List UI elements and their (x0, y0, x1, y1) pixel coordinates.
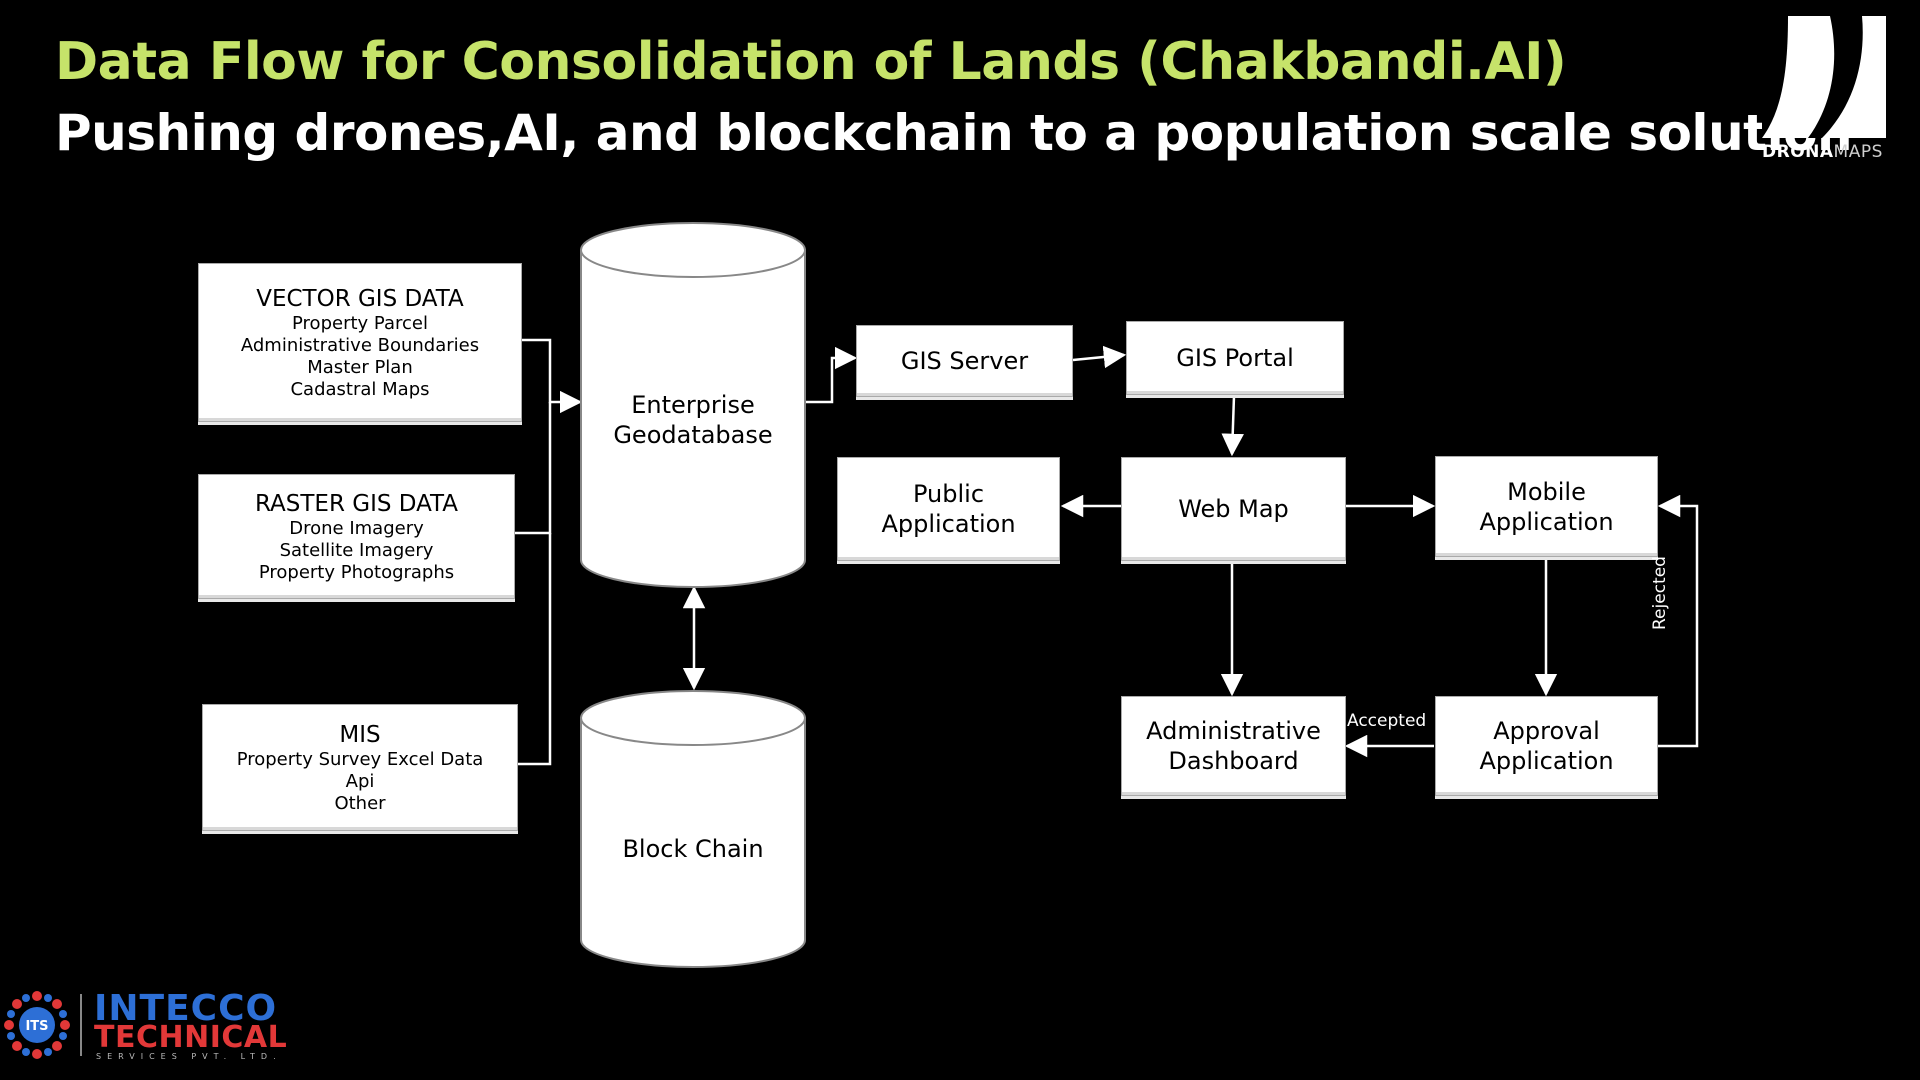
its-line2: TECHNICAL (94, 1020, 288, 1055)
node-label-line1: Mobile (1507, 477, 1586, 506)
source-title: VECTOR GIS DATA (256, 285, 464, 312)
edge-label-rejected: Rejected (1650, 556, 1670, 630)
dronamaps-word-light: MAPS (1833, 142, 1883, 162)
source-vector-gis: VECTOR GIS DATA Property Parcel Administ… (198, 263, 522, 422)
edge-gisserver-to-portal (1072, 345, 1127, 369)
its-gear-badge-icon: ITS (4, 991, 70, 1059)
node-label: Web Map (1178, 495, 1289, 523)
drona-maps-logo-icon (1762, 16, 1886, 138)
logo-separator (80, 994, 82, 1056)
node-label: GIS Server (900, 347, 1029, 375)
node-gis-portal: GIS Portal (1126, 321, 1344, 395)
edge-mis-to-bus (518, 533, 552, 766)
node-label-line1: Approval (1493, 717, 1600, 745)
intecco-logo: ITS INTECCO TECHNICAL SERVICES PVT. LTD. (0, 988, 287, 1070)
dronamaps-logo: DRONAMAPS (1762, 16, 1890, 162)
edge-label-accepted: Accepted (1347, 711, 1427, 731)
dronamaps-word-bold: DRONA (1762, 142, 1834, 162)
diagram-subtitle: Pushing drones,AI, and blockchain to a p… (55, 104, 1853, 162)
source-item: Master Plan (307, 356, 413, 378)
geodatabase-cylinder (580, 222, 806, 588)
node-label-line2: Dashboard (1168, 747, 1299, 775)
geodatabase-label-line2: Geodatabase (613, 421, 773, 449)
edge-geodb-to-gisserver (806, 346, 858, 404)
edge-approval-to-mobile (1657, 494, 1699, 748)
source-item: Cadastral Maps (290, 378, 430, 400)
source-item: Satellite Imagery (279, 539, 434, 561)
source-title: MIS (339, 721, 381, 748)
node-label: GIS Portal (1176, 344, 1294, 372)
its-badge-text: ITS (25, 1019, 48, 1034)
node-gis-server: GIS Server (856, 325, 1073, 397)
node-label-line2: Application (1479, 747, 1614, 775)
source-item: Drone Imagery (289, 517, 424, 539)
source-item: Other (334, 792, 386, 814)
node-approval-application: Approval Application (1435, 696, 1658, 796)
node-administrative-dashboard: Administrative Dashboard (1121, 696, 1346, 796)
blockchain-cylinder (580, 690, 806, 968)
geodatabase-label: Enterprise Geodatabase (581, 390, 805, 450)
its-line1: INTECCO (94, 988, 278, 1029)
its-line3: SERVICES PVT. LTD. (96, 1052, 282, 1061)
blockchain-label: Block Chain (622, 835, 764, 863)
node-label-line1: Administrative (1146, 717, 1321, 745)
source-item: Property Parcel (292, 312, 428, 334)
node-mobile-application: Mobile Application (1435, 456, 1658, 557)
edge-vector-to-geodb (522, 338, 583, 414)
source-title: RASTER GIS DATA (254, 490, 459, 517)
source-item: Property Photographs (258, 561, 455, 583)
source-item: Api (345, 770, 375, 792)
source-raster-gis: RASTER GIS DATA Drone Imagery Satellite … (198, 474, 515, 599)
node-web-map: Web Map (1121, 457, 1346, 561)
geodatabase-label-line1: Enterprise (631, 391, 755, 419)
node-label-line2: Application (881, 510, 1016, 538)
source-item: Property Survey Excel Data (236, 748, 484, 770)
edge-portal-to-webmap (1221, 395, 1244, 457)
node-label-line1: Public (912, 480, 985, 508)
source-item: Administrative Boundaries (240, 334, 480, 356)
diagram-title: Data Flow for Consolidation of Lands (Ch… (55, 32, 1567, 92)
source-mis: MIS Property Survey Excel Data Api Other (202, 704, 518, 831)
node-label-line2: Application (1479, 507, 1614, 536)
node-public-application: Public Application (837, 457, 1060, 561)
